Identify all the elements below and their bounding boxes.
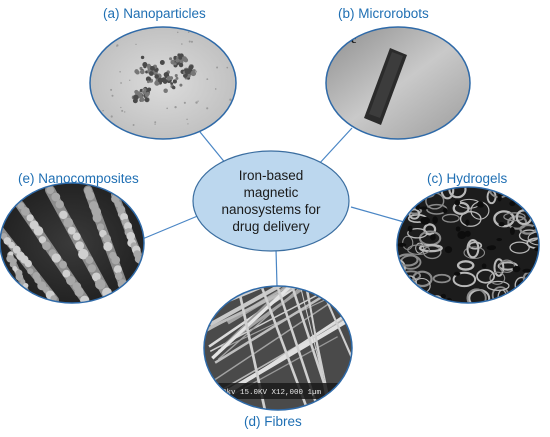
sem-scale-text: 2kv 15.0KV X12,000 1µm — [222, 389, 322, 397]
label-nanoparticles: (a) Nanoparticles — [103, 6, 206, 21]
label-nanocomposites: (e) Nanocomposites — [18, 171, 139, 186]
fibres-image: 2kv 15.0KV X12,000 1µm — [203, 285, 353, 411]
label-microrobots: (b) Microrobots — [338, 6, 429, 21]
hub-line: magnetic — [243, 185, 299, 200]
microrobots-image: c — [325, 26, 471, 140]
hub-line: nanosystems for — [221, 202, 321, 217]
nanoparticles-image — [89, 26, 237, 140]
connector-nanocomposites — [139, 214, 201, 241]
hub-line: drug delivery — [232, 219, 310, 234]
nanocomposites-image — [0, 182, 145, 304]
hydrogels-image — [396, 186, 540, 304]
connector-microrobots — [317, 127, 353, 166]
connector-hydrogels — [350, 206, 405, 223]
label-hydrogels: (c) Hydrogels — [427, 171, 508, 186]
hub-ellipse — [192, 150, 350, 252]
hub-line: Iron-based — [238, 168, 304, 183]
label-fibres: (d) Fibres — [244, 414, 302, 429]
hub-text: Iron-based magnetic nanosystems for drug… — [195, 160, 347, 242]
connector-fibres — [275, 248, 278, 287]
